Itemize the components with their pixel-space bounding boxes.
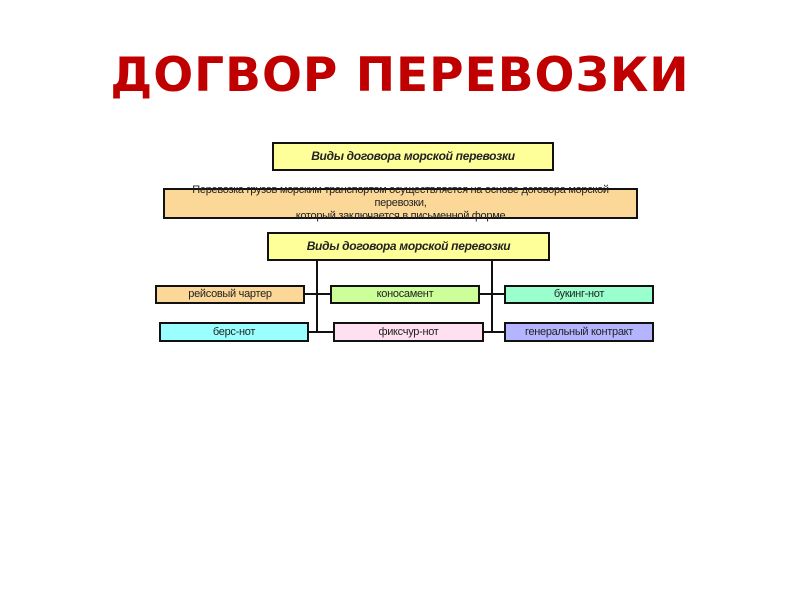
type-box-reisovyi-charter: рейсовый чартер bbox=[155, 285, 305, 304]
connector-right bbox=[491, 260, 493, 333]
description-line-2: который заключается в письменной форме bbox=[295, 210, 506, 222]
description-line-1: Перевозка грузов морским транспортом осу… bbox=[192, 184, 609, 209]
type-box-generalnyi-kontrakt: генеральный контракт bbox=[504, 322, 654, 342]
description-box: Перевозка грузов морским транспортом осу… bbox=[163, 184, 638, 222]
connector-left bbox=[316, 260, 318, 333]
type-box-bers-not: берс-нот bbox=[159, 322, 309, 342]
slide-title: ДОГВОР ПЕРЕВОЗКИ bbox=[110, 48, 690, 103]
type-box-fikschur-not: фиксчур-нот bbox=[333, 322, 484, 342]
main-header-box: Виды договора морской перевозки bbox=[267, 232, 550, 261]
top-header-box: Виды договора морской перевозки bbox=[272, 142, 554, 171]
type-box-buking-not: букинг-нот bbox=[504, 285, 654, 304]
type-box-konosament: коносамент bbox=[330, 285, 480, 304]
